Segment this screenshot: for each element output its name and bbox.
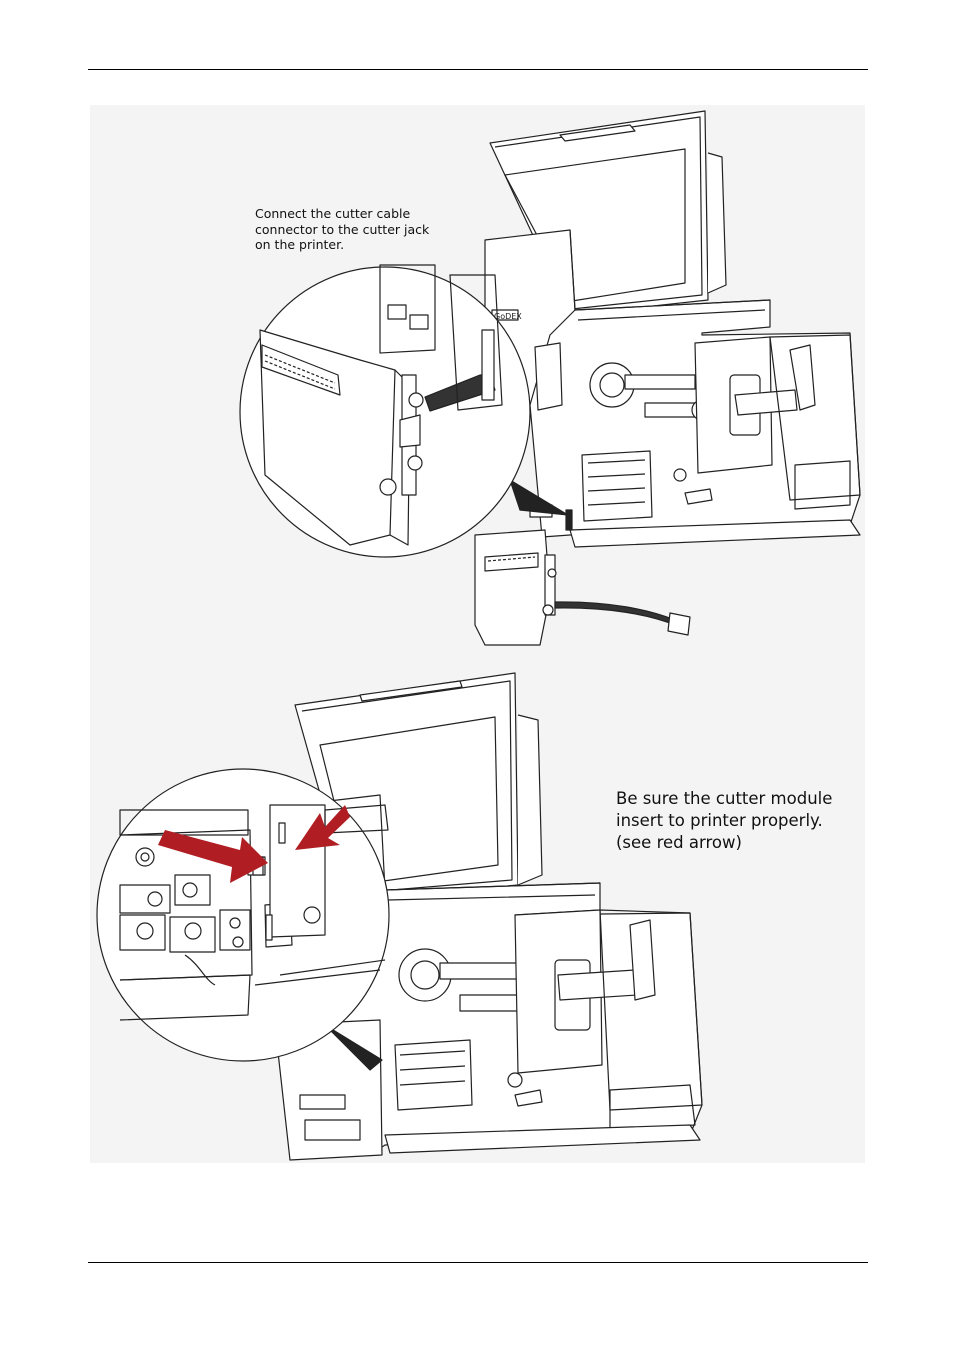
top-printer-logo: GoDEX	[494, 312, 522, 321]
top-zoom-pointer	[509, 479, 569, 516]
red-arrow-right	[295, 805, 350, 850]
bottom-zoom-pointer	[324, 1024, 383, 1071]
header-rule	[88, 69, 868, 70]
footer-rule	[88, 1262, 868, 1263]
printer-illustration: GoDEX	[90, 105, 865, 1163]
callout-insert-properly: Be sure the cutter module insert to prin…	[616, 789, 833, 852]
red-arrow-left	[158, 830, 268, 883]
top-printer-display	[534, 342, 563, 411]
insertion-arrows	[158, 805, 350, 883]
bottom-printer-supply-spindle	[557, 969, 638, 1001]
top-printer-supply-spindle	[734, 389, 798, 416]
cutter-cable-connector	[667, 612, 691, 636]
top-printer: GoDEX	[484, 110, 861, 548]
callout-connect-cable: Connect the cutter cable connector to th…	[255, 206, 430, 253]
cutter-module	[474, 529, 691, 646]
installation-figure: GoDEX	[90, 105, 865, 1163]
top-zoom-detail	[239, 264, 531, 558]
bottom-printer	[274, 672, 703, 1161]
